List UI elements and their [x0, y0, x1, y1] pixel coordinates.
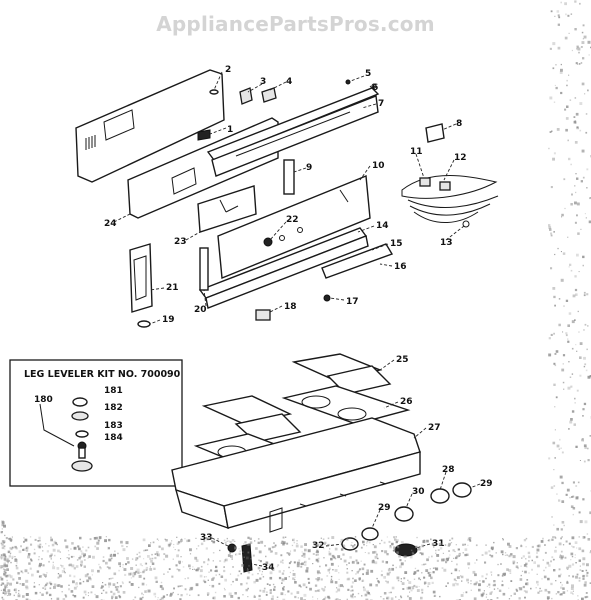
callout-21: 21	[166, 283, 179, 293]
callout-29: 29	[480, 479, 493, 489]
kit-label: 183	[104, 421, 123, 431]
callout-22: 22	[286, 215, 299, 225]
callout-20: 20	[194, 305, 207, 315]
callout-1: 1	[227, 125, 233, 135]
callout-18: 18	[284, 302, 297, 312]
callout-24: 24	[104, 219, 117, 229]
control-knobs	[341, 482, 472, 557]
callout-7: 7	[378, 99, 384, 109]
wiring-harness	[401, 123, 499, 228]
site-watermark: AppliancePartsPros.com	[156, 12, 435, 36]
callout-2: 2	[225, 65, 231, 75]
callout-13: 13	[440, 238, 453, 248]
lower-trim	[198, 227, 394, 309]
rear-panel	[75, 69, 225, 183]
callout-6: 6	[372, 83, 378, 93]
kit-label: 182	[104, 403, 123, 413]
callout-26: 26	[400, 397, 413, 407]
callout-31: 31	[432, 539, 445, 549]
cooktop-frame	[171, 417, 421, 533]
clock-lens	[197, 185, 257, 233]
callout-11: 11	[410, 147, 423, 157]
kit-label: 180	[34, 395, 53, 405]
callout-19: 19	[162, 315, 175, 325]
side-bracket	[129, 243, 209, 313]
callout-29b: 29	[378, 503, 391, 513]
callout-23: 23	[174, 237, 187, 247]
callout-27: 27	[428, 423, 441, 433]
callout-14: 14	[376, 221, 389, 231]
top-trim	[206, 87, 380, 177]
callout-9: 9	[306, 163, 312, 173]
callout-16: 16	[394, 262, 407, 272]
callout-3: 3	[260, 77, 266, 87]
support-rod	[283, 159, 295, 195]
kit-label: 181	[104, 386, 123, 396]
callout-30: 30	[412, 487, 425, 497]
callout-15: 15	[390, 239, 403, 249]
callout-4: 4	[286, 77, 292, 87]
callout-12: 12	[454, 153, 467, 163]
callout-10: 10	[372, 161, 385, 171]
small-hardware	[137, 79, 377, 328]
callout-34: 34	[262, 563, 275, 573]
callout-5: 5	[365, 69, 371, 79]
kit-title: LEG LEVELER KIT NO. 700090	[24, 369, 181, 380]
callout-28: 28	[442, 465, 455, 475]
leader-lines	[113, 71, 481, 567]
kit-label: 184	[104, 433, 123, 443]
callout-17: 17	[346, 297, 359, 307]
leg-leveler-kit: LEG LEVELER KIT NO. 700090 181 180 182 1…	[9, 359, 183, 487]
callout-8: 8	[456, 119, 462, 129]
callout-25: 25	[396, 355, 409, 365]
front-control-panel	[217, 174, 371, 280]
